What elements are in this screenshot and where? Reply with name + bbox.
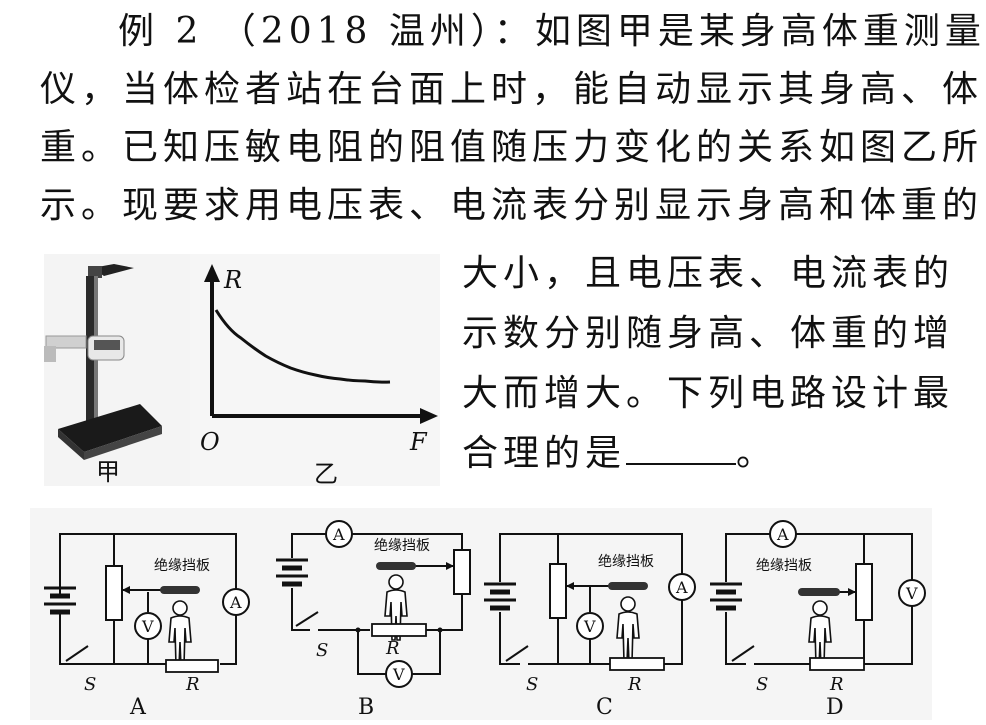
problem-line-4: 示。现要求用电压表、电流表分别显示身高和体重的 <box>40 185 984 226</box>
pressure-resistor-b <box>371 623 427 637</box>
ammeter-a <box>222 588 250 616</box>
origin-label: O <box>200 428 220 456</box>
switch-label-c: S <box>526 674 538 695</box>
ammeter-a-label: A <box>229 593 242 612</box>
ammeter-b-label: A <box>332 525 345 544</box>
ammeter-c <box>668 573 696 601</box>
problem-line-8: 合理的是 。 <box>462 432 777 476</box>
problem-line-2: 仪，当体检者站在台面上时，能自动显示其身高、体 <box>40 69 984 110</box>
plate-label-a: 绝缘挡板 <box>154 558 210 574</box>
figure-jia-caption: 甲 <box>96 458 120 486</box>
option-c[interactable]: C <box>596 695 613 720</box>
voltmeter-b-label: V <box>392 665 405 684</box>
y-axis-arrow <box>204 264 220 282</box>
slider-resistor-c <box>549 563 567 619</box>
x-axis-label: F <box>409 428 428 456</box>
figure-jia: 甲 <box>44 254 204 486</box>
problem-line-3: 重。已知压敏电阻的阻值随压力变化的关系如图乙所 <box>40 127 984 168</box>
circuit-c: V A 绝缘挡板 S R C <box>484 533 696 720</box>
problem-line-5: 大小，且电压表、电流表的 <box>462 253 955 294</box>
circuit-d: A V 绝缘挡板 S R D <box>710 520 926 720</box>
battery-b <box>276 558 308 587</box>
figure-yi-caption: 乙 <box>314 460 338 488</box>
option-d[interactable]: D <box>826 695 844 720</box>
circuits-panel: V A 绝缘挡板 S R A A V 绝缘挡板 S <box>30 508 932 720</box>
battery-c <box>484 582 516 611</box>
problem-line-7: 大而增大。下列电路设计最 <box>462 373 955 414</box>
circuit-b: A V 绝缘挡板 S R B <box>276 520 471 720</box>
voltmeter-c-label: V <box>583 617 596 636</box>
answer-prompt: 合理的是 <box>462 433 627 474</box>
figure-yi: R O F 乙 <box>190 254 440 488</box>
slider-resistor-d <box>855 563 873 621</box>
y-axis-label: R <box>223 266 242 294</box>
resistor-label-d: R <box>829 674 844 695</box>
answer-blank[interactable] <box>626 433 737 465</box>
resistor-label-c: R <box>627 674 642 695</box>
rf-curve <box>214 309 391 384</box>
plate-label-b: 绝缘挡板 <box>374 538 430 554</box>
problem-line-1: 例 2 （2018 温州）：如图甲是某身高体重测量 <box>118 11 986 52</box>
answer-end: 。 <box>736 433 778 474</box>
battery-a <box>44 586 76 615</box>
switch-label-a: S <box>84 674 96 695</box>
ammeter-b <box>325 520 353 548</box>
problem-line-6: 示数分别随身高、体重的增 <box>462 313 955 354</box>
circuit-a: V A 绝缘挡板 S R A <box>44 533 250 720</box>
option-b[interactable]: B <box>358 695 374 720</box>
voltmeter-b <box>385 660 413 688</box>
ammeter-d <box>769 520 797 548</box>
slider-resistor-a <box>105 565 123 621</box>
switch-label-b: S <box>316 640 328 661</box>
resistor-label-b: R <box>385 638 400 659</box>
ammeter-d-label: A <box>776 525 789 544</box>
plate-label-d: 绝缘挡板 <box>756 558 812 574</box>
voltmeter-d <box>898 579 926 607</box>
resistor-label-a: R <box>185 674 200 695</box>
switch-label-d: S <box>756 674 768 695</box>
x-axis-arrow <box>420 408 438 424</box>
plate-label-c: 绝缘挡板 <box>598 554 654 570</box>
voltmeter-d-label: V <box>905 584 918 603</box>
voltmeter-a-label: V <box>141 617 154 636</box>
ammeter-c-label: A <box>675 578 688 597</box>
slider-resistor-b <box>453 549 471 595</box>
battery-d <box>710 582 742 611</box>
option-a[interactable]: A <box>129 695 147 720</box>
